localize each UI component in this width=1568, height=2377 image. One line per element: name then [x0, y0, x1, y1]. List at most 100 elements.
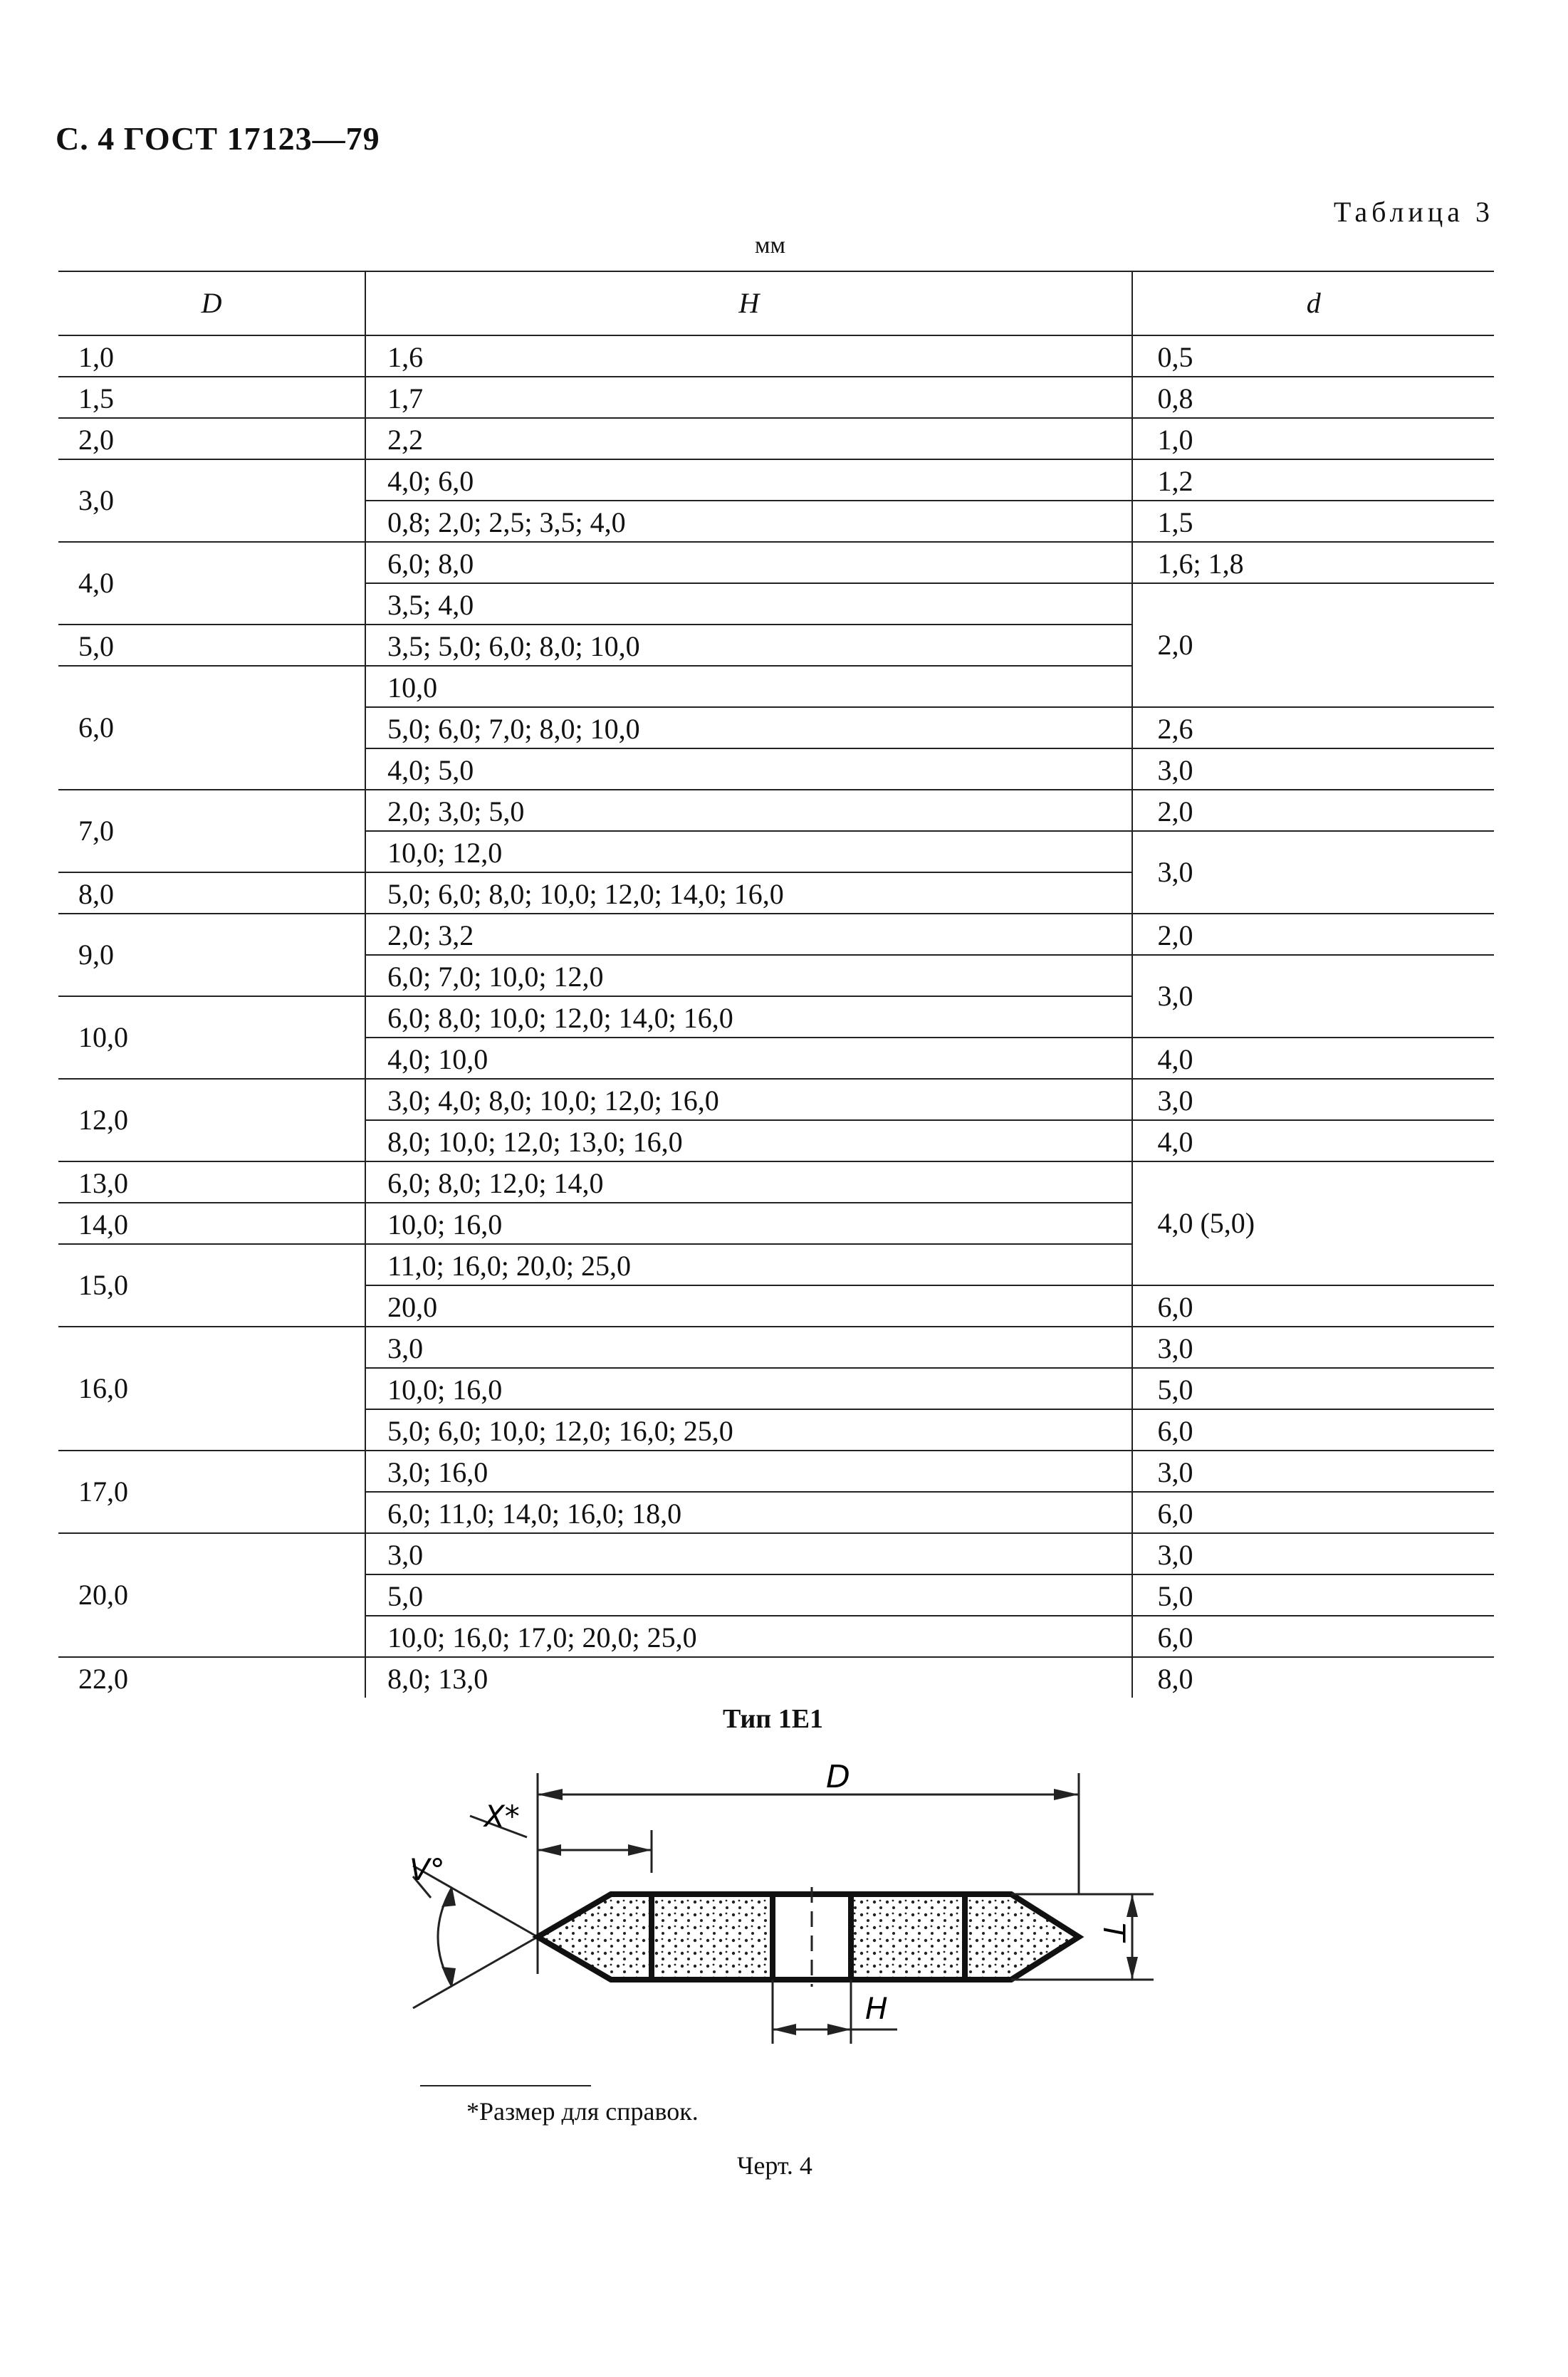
cell-h: 6,0; 7,0; 10,0; 12,0 [365, 955, 1133, 997]
cell-dd: 0,5 [1131, 335, 1494, 377]
cell-dd: 5,0 [1131, 1574, 1494, 1616]
cell-h: 8,0; 10,0; 12,0; 13,0; 16,0 [365, 1120, 1133, 1162]
cell-h: 4,0; 6,0 [365, 459, 1133, 501]
table-row: 9,0 2,0; 3,2 2,0 [58, 914, 1494, 997]
page-header: С. 4 ГОСТ 17123—79 [56, 120, 380, 157]
table-row: 6,0 10,0 [58, 666, 1494, 790]
table-row: 3,5; 4,0 2,0 [58, 583, 1494, 708]
angle-line-top [412, 1864, 538, 1938]
cell-d: 8,0 [58, 872, 366, 914]
cell-dd: 1,5 [1131, 501, 1494, 543]
cell-dd: 6,0 [1131, 1616, 1494, 1658]
table-row: 10,0; 12,0 3,0 [58, 831, 1494, 914]
cell-h: 5,0 [365, 1574, 1133, 1616]
label-h: H [865, 1991, 888, 2026]
cell-dd: 2,0 [1131, 583, 1494, 708]
cell-dd: 6,0 [1131, 1409, 1494, 1451]
table-row: 1,5 1,7 0,8 [58, 377, 1494, 419]
cell-dd: 4,0 [1131, 1038, 1494, 1080]
cell-dd: 2,6 [1131, 707, 1494, 749]
units-label: мм [755, 232, 786, 258]
wheel-right-bevel [962, 1891, 1084, 1982]
cell-h: 2,0; 3,0; 5,0 [365, 790, 1133, 832]
cell-dd: 0,8 [1131, 377, 1494, 419]
label-x: X* [483, 1799, 520, 1834]
arrow-t-bottom-icon [1127, 1957, 1138, 1980]
wheel-left-bevel [532, 1891, 654, 1982]
table-row: 10,0; 16,0; 17,0; 20,0; 25,0 6,0 [58, 1616, 1494, 1658]
table-caption: Таблица 3 [1333, 196, 1494, 228]
cell-h: 5,0; 6,0; 8,0; 10,0; 12,0; 14,0; 16,0 [365, 872, 1133, 914]
arrow-x-right-icon [628, 1844, 652, 1856]
cell-h: 2,0; 3,2 [365, 914, 1133, 956]
cell-dd: 8,0 [1131, 1657, 1494, 1698]
cell-dd: 4,0 (5,0) [1131, 1161, 1494, 1286]
table-row: 5,0; 6,0; 10,0; 12,0; 16,0; 25,0 6,0 [58, 1409, 1494, 1451]
cell-dd: 3,0 [1131, 1451, 1494, 1493]
cell-h: 10,0 [365, 666, 1133, 708]
cell-h: 8,0; 13,0 [365, 1657, 1133, 1698]
cell-d: 2,0 [58, 418, 366, 460]
cell-h: 6,0; 8,0; 10,0; 12,0; 14,0; 16,0 [365, 996, 1133, 1038]
cell-dd: 3,0 [1131, 748, 1494, 790]
table-row: 4,0 6,0; 8,0 1,6; 1,8 [58, 542, 1494, 625]
cell-dd: 5,0 [1131, 1368, 1494, 1410]
cell-d: 20,0 [58, 1533, 366, 1658]
arrow-h-left-icon [773, 2024, 796, 2035]
label-t: T [1097, 1923, 1131, 1943]
cell-h: 11,0; 16,0; 20,0; 25,0 [365, 1244, 1133, 1286]
table-row: 10,0; 16,0 5,0 [58, 1368, 1494, 1410]
cell-dd: 6,0 [1131, 1285, 1494, 1327]
figure-title: Тип 1Е1 [723, 1704, 824, 1734]
cell-d: 9,0 [58, 914, 366, 997]
table-row: 12,0 3,0; 4,0; 8,0; 10,0; 12,0; 16,0 3,0 [58, 1079, 1494, 1162]
cell-h: 6,0; 8,0 [365, 542, 1133, 584]
cell-dd: 1,2 [1131, 459, 1494, 501]
wheel-type-1e1-drawing: D X* V° T H [409, 1759, 1154, 2044]
cell-d: 5,0 [58, 625, 366, 667]
column-header-h: H [365, 271, 1133, 336]
column-header-d-inner: d [1131, 271, 1494, 336]
table-row: 5,0 5,0 [58, 1574, 1494, 1616]
arrow-x-left-icon [538, 1844, 561, 1856]
cell-h: 3,0; 4,0; 8,0; 10,0; 12,0; 16,0 [365, 1079, 1133, 1121]
cell-dd: 2,0 [1131, 790, 1494, 832]
cell-d: 10,0 [58, 996, 366, 1080]
table-row: 4,0; 10,0 4,0 [58, 1038, 1494, 1080]
cell-h: 10,0; 16,0 [365, 1203, 1133, 1245]
table-row: 22,0 8,0; 13,0 8,0 [58, 1657, 1494, 1698]
cell-h: 6,0; 11,0; 14,0; 16,0; 18,0 [365, 1492, 1133, 1534]
column-header-d-outer: D [58, 271, 366, 336]
table-row: 14,0 10,0; 16,0 [58, 1203, 1494, 1245]
table-row: 13,0 6,0; 8,0; 12,0; 14,0 4,0 (5,0) [58, 1161, 1494, 1286]
table-row: 1,0 1,6 0,5 [58, 335, 1494, 377]
label-v: V° [409, 1852, 445, 1887]
cell-h: 5,0; 6,0; 7,0; 8,0; 10,0 [365, 707, 1133, 749]
arrow-h-right-icon [827, 2024, 851, 2035]
leader-x [469, 1814, 528, 1839]
cell-d: 12,0 [58, 1079, 366, 1162]
table-row: 10,0 6,0; 8,0; 10,0; 12,0; 14,0; 16,0 [58, 996, 1494, 1080]
cell-d: 17,0 [58, 1451, 366, 1534]
cell-dd: 6,0 [1131, 1492, 1494, 1534]
table-row: 17,0 3,0; 16,0 3,0 [58, 1451, 1494, 1534]
table-row: 5,0 3,5; 5,0; 6,0; 8,0; 10,0 [58, 625, 1494, 667]
table-row: 20,0 3,0 3,0 [58, 1533, 1494, 1658]
cell-h: 1,6 [365, 335, 1133, 377]
label-d: D [826, 1759, 850, 1795]
cell-d: 13,0 [58, 1161, 366, 1203]
footnote-rule [420, 2085, 591, 2086]
cell-dd: 3,0 [1131, 831, 1494, 914]
cell-d: 14,0 [58, 1203, 366, 1245]
cell-d: 7,0 [58, 790, 366, 873]
table-row: 8,0 5,0; 6,0; 8,0; 10,0; 12,0; 14,0; 16,… [58, 872, 1494, 914]
leader-v [412, 1876, 432, 1898]
arrow-angle-bottom-icon [441, 1967, 456, 1987]
cell-dd: 2,0 [1131, 914, 1494, 956]
table-row: 16,0 3,0 3,0 [58, 1327, 1494, 1451]
cell-h: 0,8; 2,0; 2,5; 3,5; 4,0 [365, 501, 1133, 543]
arrow-angle-top-icon [441, 1887, 456, 1907]
cell-d: 4,0 [58, 542, 366, 625]
cell-d: 16,0 [58, 1327, 366, 1451]
cell-h: 4,0; 5,0 [365, 748, 1133, 790]
